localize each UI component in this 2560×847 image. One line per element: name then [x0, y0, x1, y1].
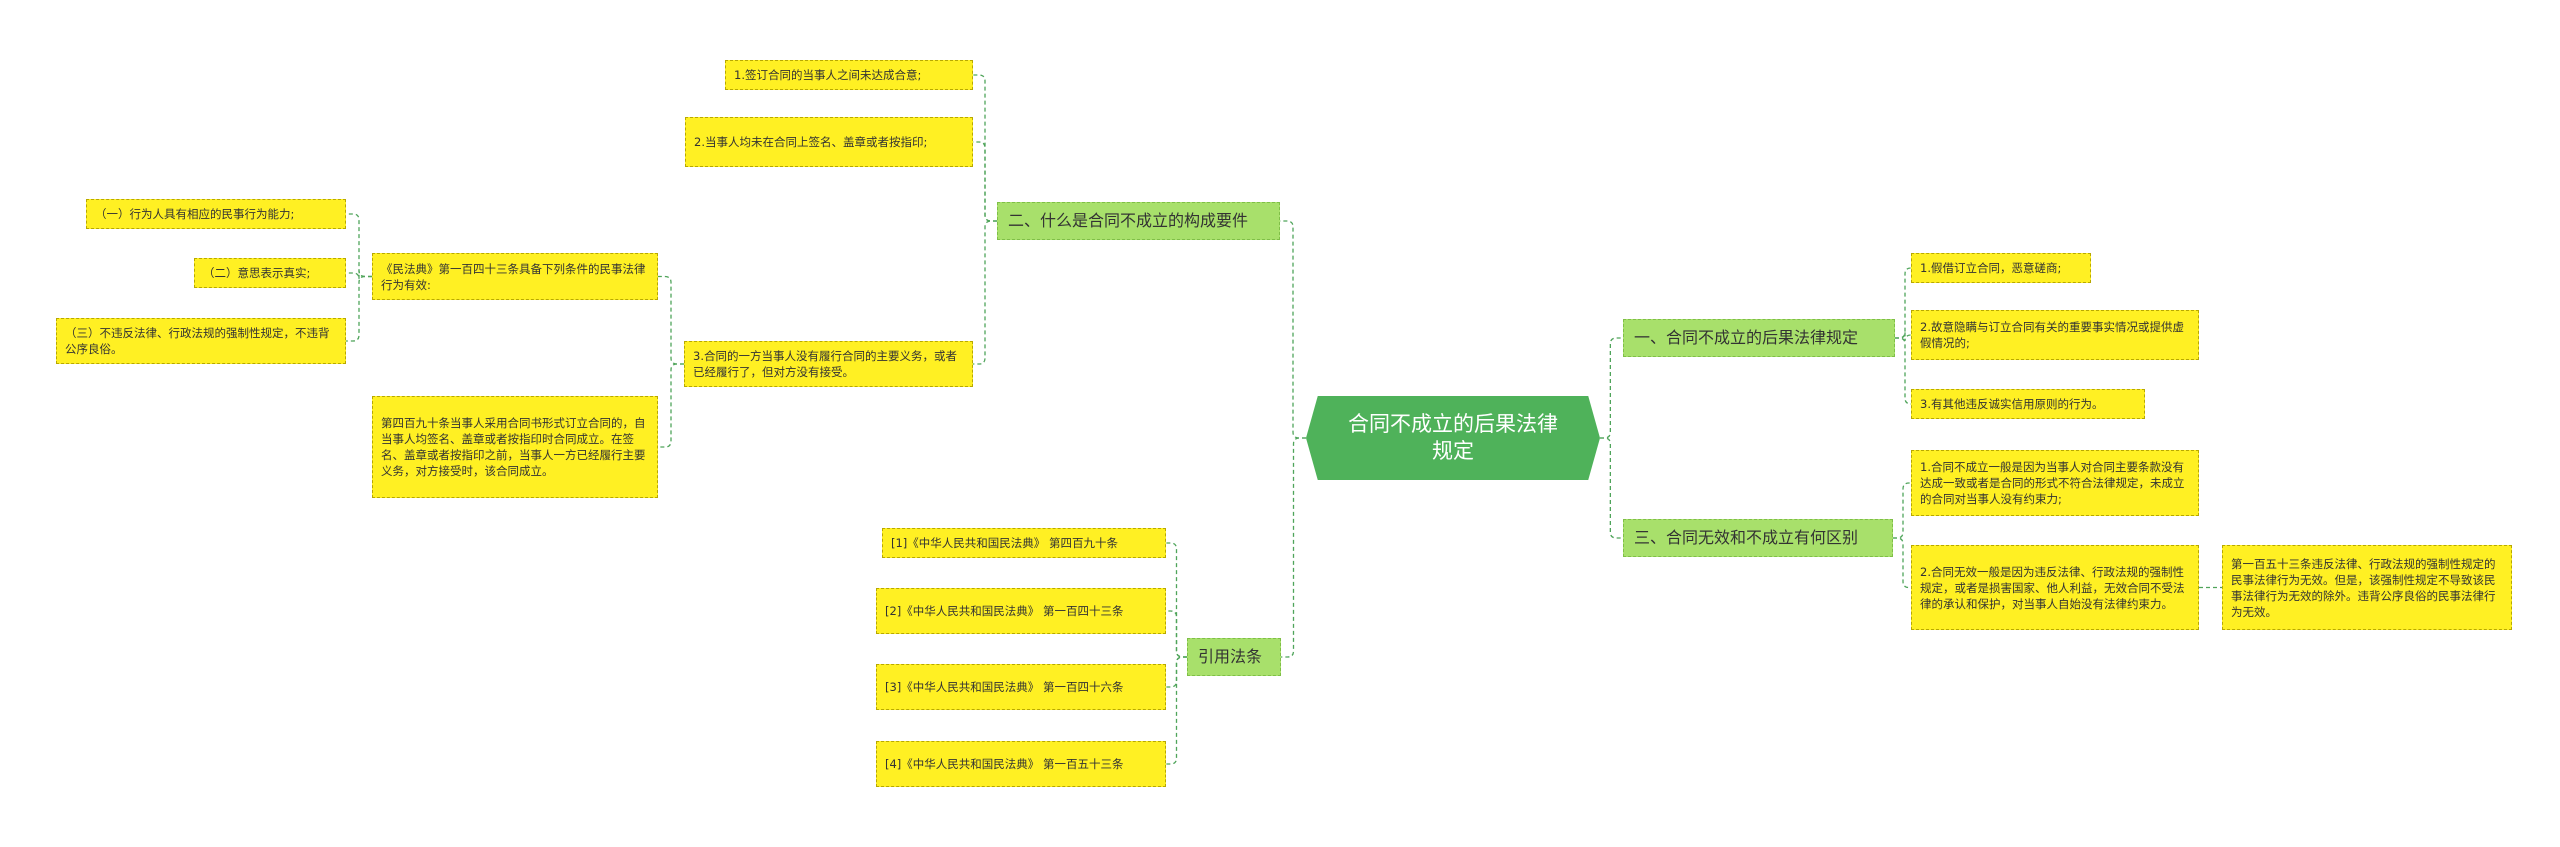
citation-item-1[interactable]: [1]《中华人民共和国民法典》 第四百九十条 — [882, 528, 1166, 558]
connector-line — [973, 141, 997, 222]
consequence-item-1[interactable]: 1.假借订立合同，恶意磋商; — [1911, 253, 2091, 283]
branch-constituent-elements[interactable]: 二、什么是合同不成立的构成要件 — [997, 202, 1280, 240]
connector-line — [1281, 437, 1306, 658]
condition-capacity[interactable]: （一）行为人具有相应的民事行为能力; — [86, 199, 346, 229]
consequence-item-2[interactable]: 2.故意隐瞒与订立合同有关的重要事实情况或提供虚假情况的; — [1911, 310, 2199, 360]
connector-line — [1895, 267, 1912, 339]
civil-code-article-490[interactable]: 第四百九十条当事人采用合同书形式订立合同的，自当事人均签名、盖章或者按指印时合同… — [372, 396, 658, 498]
connector-line — [1893, 537, 1911, 589]
connector-line — [1895, 337, 1912, 405]
citation-item-3[interactable]: [3]《中华人民共和国民法典》 第一百四十六条 — [876, 664, 1166, 710]
condition-legality[interactable]: （三）不违反法律、行政法规的强制性规定，不违背公序良俗。 — [56, 318, 346, 364]
connector-line — [1280, 220, 1306, 439]
connector-line — [1166, 610, 1187, 658]
branch-invalid-vs-unformed[interactable]: 三、合同无效和不成立有何区别 — [1623, 519, 1893, 557]
citation-item-2[interactable]: [2]《中华人民共和国民法典》 第一百四十三条 — [876, 588, 1166, 634]
connector-line — [658, 363, 684, 448]
connector-line — [1166, 542, 1187, 658]
element-item-3[interactable]: 3.合同的一方当事人没有履行合同的主要义务，或者已经履行了，但对方没有接受。 — [684, 341, 973, 387]
element-item-1[interactable]: 1.签订合同的当事人之间未达成合意; — [725, 60, 973, 90]
branch-label: 三、合同无效和不成立有何区别 — [1634, 528, 1859, 547]
branch-legal-consequences[interactable]: 一、合同不成立的后果法律规定 — [1623, 319, 1895, 357]
branch-label: 一、合同不成立的后果法律规定 — [1634, 328, 1859, 347]
connector-line — [1166, 656, 1187, 765]
connector-line — [1600, 337, 1623, 439]
branch-cited-articles[interactable]: 引用法条 — [1187, 638, 1281, 676]
civil-code-article-143[interactable]: 《民法典》第一百四十三条具备下列条件的民事法律行为有效: — [372, 253, 658, 300]
connector-line — [346, 213, 372, 278]
connector-line — [1895, 331, 1912, 342]
civil-code-article-153[interactable]: 第一百五十三条违反法律、行政法规的强制性规定的民事法律行为无效。但是，该强制性规… — [2222, 545, 2512, 630]
consequence-item-3[interactable]: 3.有其他违反诚实信用原则的行为。 — [1911, 389, 2145, 419]
branch-label: 二、什么是合同不成立的构成要件 — [1008, 211, 1249, 230]
difference-item-2[interactable]: 2.合同无效一般是因为违反法律、行政法规的强制性规定，或者是损害国家、他人利益，… — [1911, 545, 2199, 630]
condition-true-intention[interactable]: （二）意思表示真实; — [194, 258, 346, 288]
connector-line — [1600, 437, 1623, 539]
central-topic[interactable]: 合同不成立的后果法律规定 — [1306, 396, 1600, 480]
difference-item-1[interactable]: 1.合同不成立一般是因为当事人对合同主要条款没有达成一致或者是合同的形式不符合法… — [1911, 450, 2199, 516]
branch-label: 引用法条 — [1198, 647, 1263, 666]
connector-line — [1893, 482, 1911, 539]
connector-line — [973, 220, 997, 365]
connector-line — [346, 270, 372, 280]
connector-line — [658, 275, 684, 365]
element-item-2[interactable]: 2.当事人均未在合同上签名、盖章或者按指印; — [685, 117, 973, 167]
central-topic-label: 合同不成立的后果法律规定 — [1348, 412, 1558, 463]
citation-item-4[interactable]: [4]《中华人民共和国民法典》 第一百五十三条 — [876, 741, 1166, 787]
connector-line — [346, 275, 372, 342]
